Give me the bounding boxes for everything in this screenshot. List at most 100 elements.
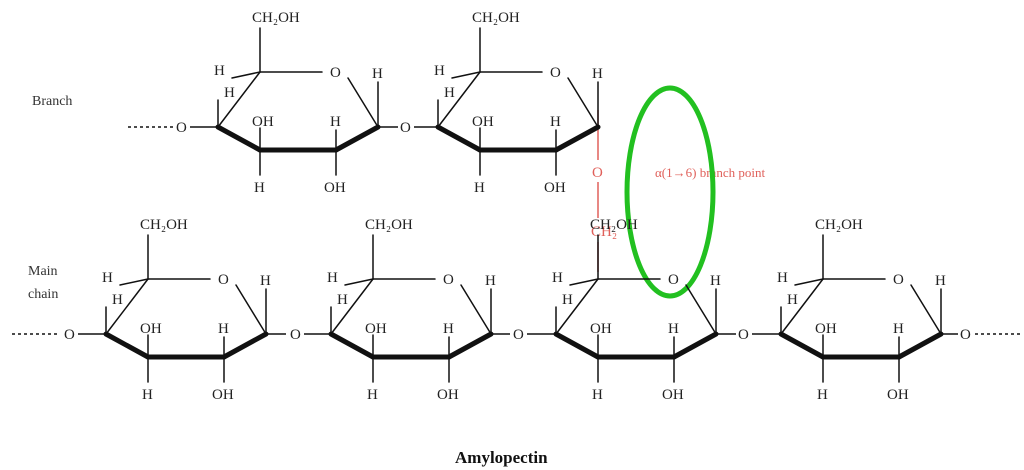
main-link-2-oxygen: O (513, 327, 524, 343)
ring-oxygen: O (218, 272, 229, 288)
c3-h-label: H (254, 180, 265, 196)
ring-edge-bold (333, 124, 381, 153)
c3-oh-label: OH (252, 114, 274, 130)
branch-link-oxygen: O (592, 165, 603, 181)
ring-edge (555, 278, 599, 335)
c2-oh-label: OH (437, 387, 459, 403)
c2-oh-label: OH (544, 180, 566, 196)
c1-h-label: H (592, 66, 603, 82)
ring-edge-bold (328, 331, 376, 360)
ring-edge (235, 284, 267, 335)
c4-h-label: H (562, 292, 573, 308)
c3-oh-label: OH (365, 321, 387, 337)
c3-h-label: H (592, 387, 603, 403)
c3-oh-label: OH (590, 321, 612, 337)
main-chain-label-line1: Main (28, 264, 58, 279)
c5-h-bond (794, 278, 824, 286)
ring-edge-bold (103, 331, 151, 360)
branch-label: Branch (32, 94, 72, 109)
c5-h-label: H (214, 63, 225, 79)
c2-h-label: H (330, 114, 341, 130)
c5-h-bond (344, 278, 374, 286)
c3-h-label: H (142, 387, 153, 403)
c4-h-label: H (224, 85, 235, 101)
ring-edge-bold (435, 124, 483, 153)
c2-oh-label: OH (887, 387, 909, 403)
ring-edge-bold (896, 331, 944, 360)
c1-h-label: H (485, 273, 496, 289)
main-link-1-oxygen: O (290, 327, 301, 343)
c4-h-label: H (112, 292, 123, 308)
c3-h-label: H (817, 387, 828, 403)
branch-point-highlight (624, 85, 716, 299)
c2-h-label: H (550, 114, 561, 130)
c4-h-label: H (337, 292, 348, 308)
main-link-3-oxygen: O (738, 327, 749, 343)
c2-h-label: H (893, 321, 904, 337)
ch2oh-label: CH₂OH (472, 10, 520, 26)
ring-edge (330, 278, 374, 335)
ring-oxygen: O (443, 272, 454, 288)
c4-h-label: H (444, 85, 455, 101)
branch-glycosidic-oxygen: O (400, 120, 411, 136)
ch2oh-label: CH₂OH (252, 10, 300, 26)
c3-oh-label: OH (472, 114, 494, 130)
ring-edge-bold (221, 331, 269, 360)
c5-h-bond (569, 278, 599, 286)
main-chain-label-line2: chain (28, 287, 58, 302)
c2-h-label: H (443, 321, 454, 337)
main-right-oxygen: O (960, 327, 971, 343)
ch2oh-label: CH₂OH (365, 217, 413, 233)
ring-edge-bold (553, 331, 601, 360)
c5-h-bond (451, 71, 481, 79)
c2-h-label: H (668, 321, 679, 337)
main-left-oxygen: O (64, 327, 75, 343)
ring-edge (347, 77, 379, 128)
c4-h-label: H (787, 292, 798, 308)
ch2oh-label: CH₂OH (590, 217, 638, 233)
ch2oh-label: CH₂OH (815, 217, 863, 233)
ring-oxygen: O (893, 272, 904, 288)
c1-h-label: H (260, 273, 271, 289)
ring-edge-bold (778, 331, 826, 360)
ring-edge (437, 71, 481, 128)
ring-edge (105, 278, 149, 335)
ring-edge (217, 71, 261, 128)
ch2oh-label: CH₂OH (140, 217, 188, 233)
ring-oxygen: O (668, 272, 679, 288)
branch-left-oxygen: O (176, 120, 187, 136)
c5-h-label: H (552, 270, 563, 286)
c2-oh-label: OH (662, 387, 684, 403)
branch-linkage: O CH₂ α(1→6) branch point (591, 110, 765, 272)
c5-h-label: H (777, 270, 788, 286)
ring-oxygen: O (550, 65, 561, 81)
c3-h-label: H (474, 180, 485, 196)
c5-h-bond (231, 71, 261, 79)
c2-h-label: H (218, 321, 229, 337)
c3-oh-label: OH (140, 321, 162, 337)
c1-h-label: H (710, 273, 721, 289)
ring-edge-bold (446, 331, 494, 360)
c1-h-label: H (372, 66, 383, 82)
c3-h-label: H (367, 387, 378, 403)
diagram-title: Amylopectin (455, 448, 548, 467)
ring-edge-bold (671, 331, 719, 360)
ring-edge (460, 284, 492, 335)
ring-edge-bold (215, 124, 263, 153)
ring-edge (780, 278, 824, 335)
c5-h-bond (119, 278, 149, 286)
c2-oh-label: OH (324, 180, 346, 196)
ring-edge (685, 284, 717, 335)
branch-chain-connectors: O O (128, 120, 438, 136)
main-chain-connectors: O O O O O (12, 327, 1020, 343)
c1-h-label: H (935, 273, 946, 289)
c5-h-label: H (102, 270, 113, 286)
